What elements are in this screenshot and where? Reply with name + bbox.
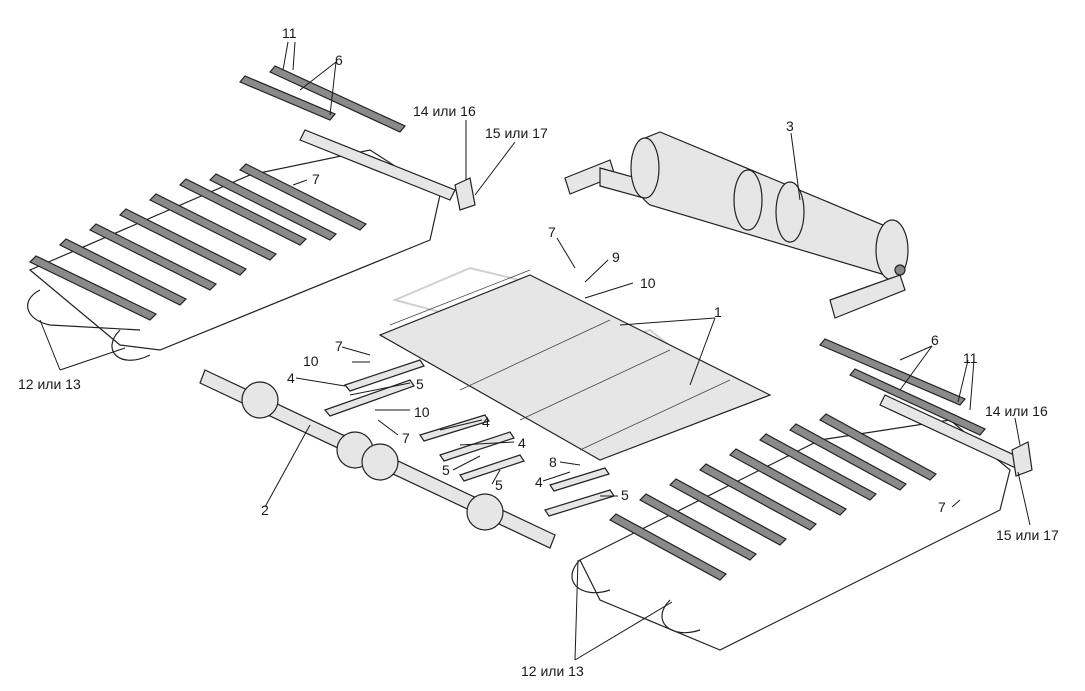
callout-4-upper: 4 — [287, 370, 295, 386]
callout-5-upper: 5 — [416, 376, 424, 392]
callout-10-center: 10 — [640, 275, 656, 291]
callout-15-17-top: 15 или 17 — [485, 125, 548, 141]
callout-14-16-top: 14 или 16 — [413, 103, 476, 119]
sprockets — [241, 381, 504, 531]
right-slats — [609, 413, 937, 581]
callout-7-plate: 7 — [335, 338, 343, 354]
plate-strips — [323, 359, 615, 517]
callout-14-16-right: 14 или 16 — [985, 403, 1048, 419]
callout-6-top: 6 — [335, 52, 343, 68]
drum-assembly — [564, 131, 909, 319]
callout-11-top: 11 — [282, 25, 297, 41]
callout-1: 1 — [714, 304, 722, 320]
callout-12-13-bottom: 12 или 13 — [521, 663, 584, 679]
callout-5-right: 5 — [621, 487, 629, 503]
drive-shaft — [199, 369, 556, 549]
callout-7-left: 7 — [312, 171, 320, 187]
callout-4-bottom: 4 — [535, 474, 543, 490]
callout-7-right: 7 — [938, 499, 946, 515]
callout-5-mid: 5 — [442, 462, 450, 478]
callout-7-shaft: 7 — [402, 430, 410, 446]
left-slats — [28, 163, 368, 321]
callout-4-lower: 4 — [518, 435, 526, 451]
callout-10-lower: 10 — [414, 404, 430, 420]
callout-labels: 11 6 14 или 16 15 или 17 3 7 7 9 10 1 6 … — [18, 25, 1059, 679]
callout-4-mid: 4 — [482, 414, 490, 430]
callout-2: 2 — [261, 502, 269, 518]
leader-lines — [39, 41, 1031, 661]
callout-9: 9 — [612, 249, 620, 265]
right-chain-conveyor — [571, 338, 1033, 651]
center-plate-assembly — [323, 269, 772, 517]
callout-15-17-right: 15 или 17 — [996, 527, 1059, 543]
callout-8: 8 — [549, 454, 557, 470]
callout-5-lower: 5 — [495, 477, 503, 493]
callout-10-plate: 10 — [303, 353, 319, 369]
left-chain-conveyor — [27, 65, 476, 361]
callout-3: 3 — [786, 118, 794, 134]
callout-12-13-left: 12 или 13 — [18, 376, 81, 392]
callout-11-right: 11 — [963, 350, 978, 366]
callout-6-right: 6 — [931, 332, 939, 348]
callout-7-center: 7 — [548, 224, 556, 240]
